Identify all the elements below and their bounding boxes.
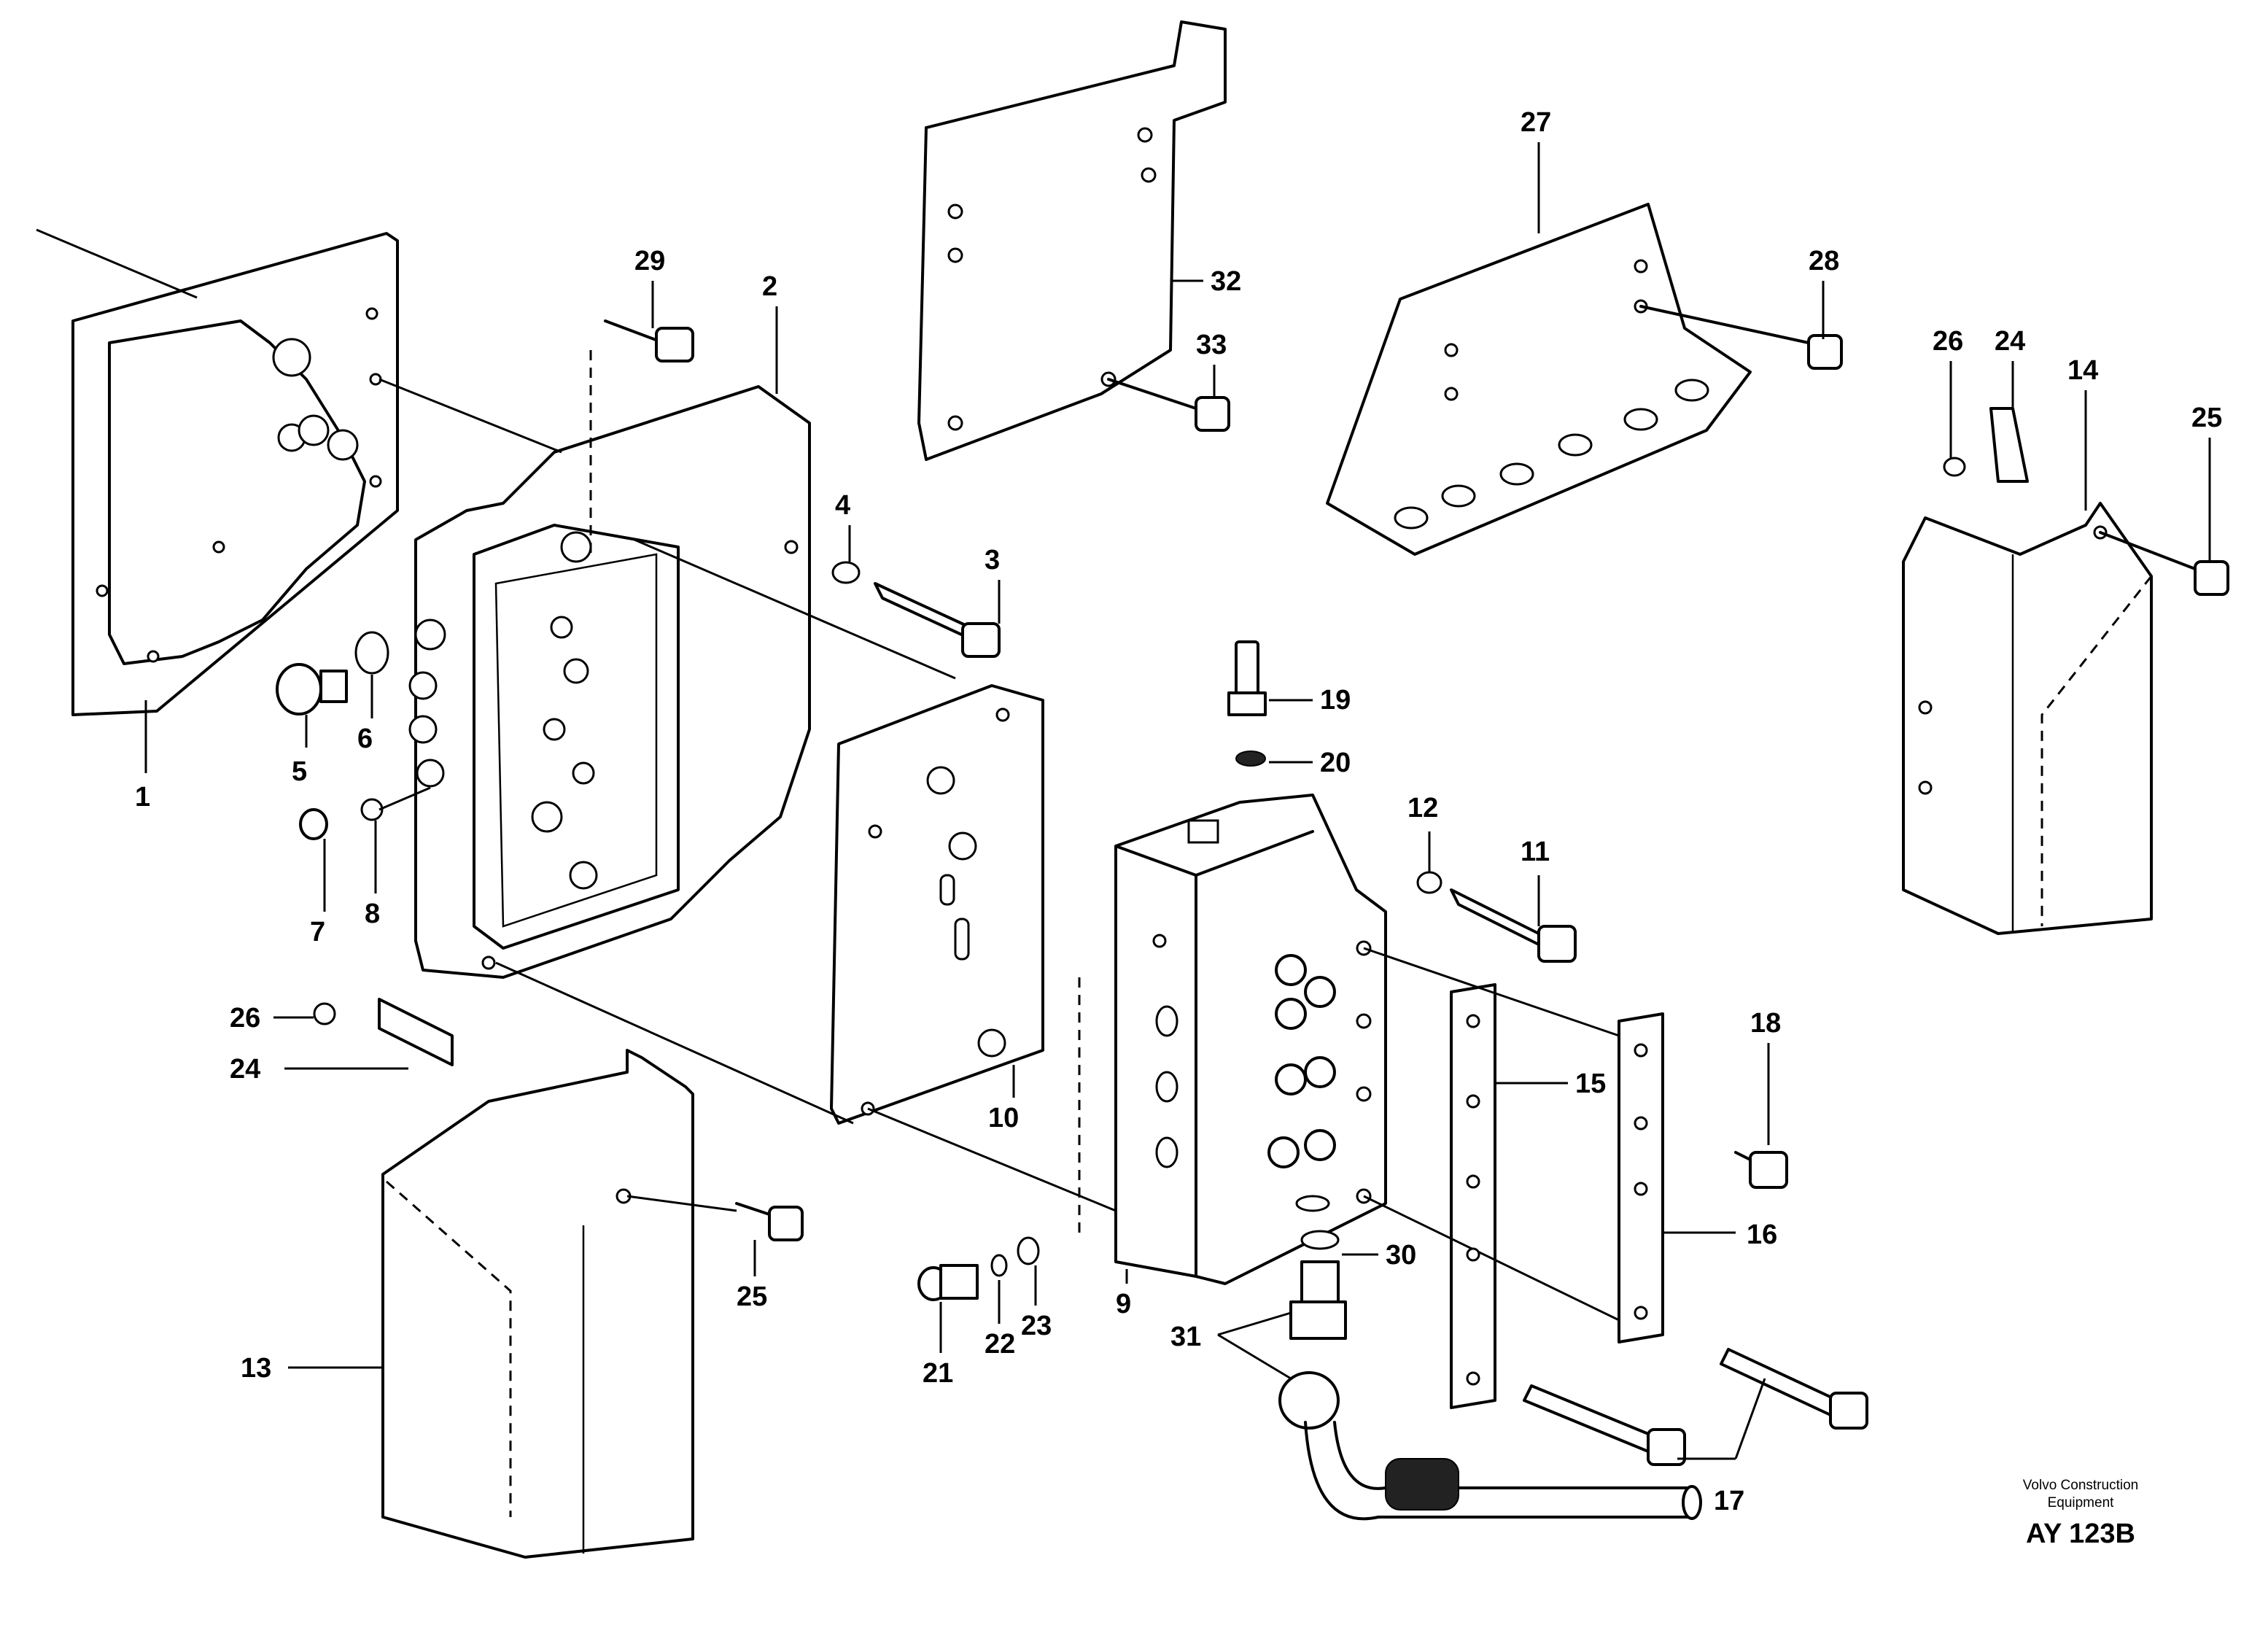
callout-28: 28	[1809, 246, 1839, 339]
figure-code: AY 123B	[2026, 1519, 2135, 1549]
callout-20: 20	[1269, 748, 1351, 778]
strip-part-15	[1450, 983, 1496, 1409]
svg-text:7: 7	[310, 917, 325, 947]
cover-part-13	[313, 998, 737, 1559]
svg-text:11: 11	[1521, 837, 1550, 867]
valve-housing-part-2	[408, 350, 956, 1125]
callout-25-left: 25	[737, 1240, 767, 1312]
fitting-parts-21-23	[917, 1236, 1040, 1301]
bolt-part-25	[735, 1202, 804, 1241]
valve-block-part-9	[1078, 794, 1620, 1322]
callout-26-left: 26	[230, 1003, 314, 1034]
callout-1: 1	[135, 700, 150, 813]
svg-text:8: 8	[365, 899, 380, 929]
fitting-parts-19-20	[1227, 640, 1267, 767]
svg-text:25: 25	[737, 1281, 767, 1312]
gasket-part-1	[36, 228, 562, 716]
callout-17: 17	[1677, 1378, 1766, 1516]
svg-text:4: 4	[835, 490, 850, 521]
svg-text:5: 5	[292, 756, 307, 787]
separator-plate-part-10	[830, 684, 1117, 1212]
callout-22: 22	[985, 1280, 1015, 1360]
svg-text:23: 23	[1021, 1311, 1052, 1341]
svg-text:30: 30	[1386, 1240, 1416, 1271]
svg-text:12: 12	[1407, 793, 1438, 823]
svg-text:15: 15	[1575, 1069, 1606, 1099]
svg-text:27: 27	[1521, 107, 1551, 138]
callout-26-right: 26	[1933, 326, 1963, 459]
callout-18: 18	[1750, 1008, 1781, 1145]
callout-6: 6	[357, 675, 373, 754]
callout-30: 30	[1342, 1240, 1416, 1271]
svg-text:6: 6	[357, 724, 373, 754]
callout-4: 4	[835, 490, 851, 562]
svg-text:10: 10	[988, 1103, 1019, 1133]
brand-line-2: Equipment	[2048, 1495, 2115, 1511]
callout-29: 29	[634, 246, 665, 328]
callout-12: 12	[1407, 793, 1438, 872]
callout-31: 31	[1170, 1311, 1292, 1380]
svg-text:18: 18	[1750, 1008, 1781, 1039]
strip-part-16	[1618, 1012, 1664, 1343]
svg-text:2: 2	[762, 271, 777, 302]
callout-33: 33	[1196, 330, 1227, 398]
svg-text:3: 3	[985, 545, 1000, 575]
bracket-part-27	[1326, 203, 1843, 556]
callout-27: 27	[1521, 107, 1551, 233]
callout-8: 8	[365, 821, 380, 929]
callout-3: 3	[985, 545, 1001, 624]
bolt-part-29	[604, 319, 694, 362]
svg-text:17: 17	[1714, 1486, 1744, 1516]
callout-32: 32	[1170, 266, 1241, 297]
bolt-part-11	[1416, 871, 1577, 963]
callout-16: 16	[1663, 1219, 1777, 1250]
bolt-parts-17-18	[1523, 1151, 1868, 1466]
callout-14: 14	[2067, 355, 2098, 511]
callout-13: 13	[241, 1353, 383, 1384]
callout-21: 21	[923, 1302, 953, 1389]
svg-text:9: 9	[1116, 1289, 1131, 1319]
callout-15: 15	[1495, 1069, 1606, 1099]
callout-9: 9	[1116, 1269, 1131, 1319]
svg-text:1: 1	[135, 782, 150, 813]
callout-25-right: 25	[2191, 403, 2222, 562]
svg-text:31: 31	[1170, 1322, 1201, 1352]
svg-text:25: 25	[2191, 403, 2222, 433]
callout-11: 11	[1521, 837, 1550, 926]
svg-text:22: 22	[985, 1329, 1015, 1360]
cover-part-14	[1902, 407, 2229, 935]
svg-text:24: 24	[230, 1054, 260, 1085]
svg-text:14: 14	[2067, 355, 2098, 386]
svg-text:26: 26	[230, 1003, 260, 1034]
callout-10: 10	[988, 1065, 1019, 1133]
callout-2: 2	[762, 271, 778, 394]
callout-23: 23	[1021, 1265, 1052, 1341]
svg-text:32: 32	[1211, 266, 1241, 297]
plug-parts-5-8	[276, 631, 431, 840]
callout-24-right: 24	[1995, 326, 2025, 408]
svg-text:29: 29	[634, 246, 665, 276]
svg-text:26: 26	[1933, 326, 1963, 357]
svg-text:16: 16	[1747, 1219, 1777, 1250]
callout-24-left: 24	[230, 1054, 408, 1085]
brand-line-1: Volvo Construction	[2023, 1478, 2138, 1493]
callout-5: 5	[292, 715, 308, 787]
pipe-parts-30-31	[1278, 1230, 1702, 1521]
callout-7: 7	[310, 839, 326, 947]
bolt-part-3	[831, 561, 1001, 658]
bracket-part-32	[917, 20, 1230, 461]
svg-text:13: 13	[241, 1353, 271, 1384]
svg-text:28: 28	[1809, 246, 1839, 276]
svg-text:19: 19	[1320, 685, 1351, 716]
callout-19: 19	[1269, 685, 1351, 716]
svg-text:21: 21	[923, 1358, 953, 1389]
svg-text:20: 20	[1320, 748, 1351, 778]
svg-text:33: 33	[1196, 330, 1227, 360]
svg-text:24: 24	[1995, 326, 2025, 357]
